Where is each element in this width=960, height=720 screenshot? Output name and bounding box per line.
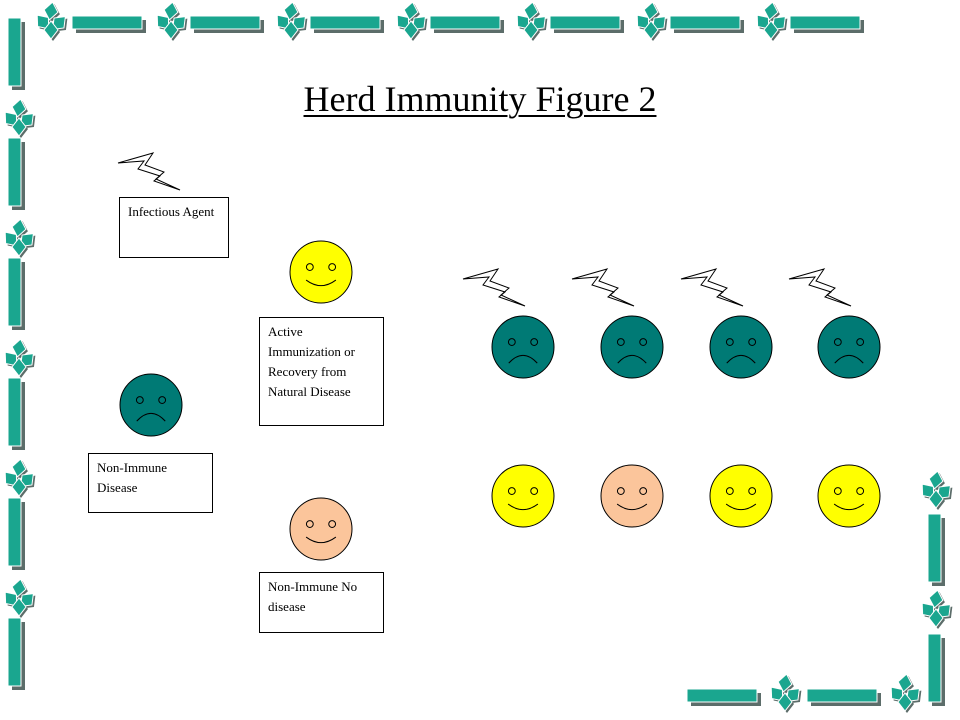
page-title: Herd Immunity Figure 2 [303,79,657,119]
border-bar [71,15,146,33]
leaf-ornament [770,673,802,713]
immune-label: Active Immunization or Recovery from Nat… [259,317,384,426]
infectious-agent-bolt [788,268,852,307]
border-bar [927,513,945,586]
border-bar [7,377,25,450]
leaf-ornament [4,98,36,138]
bottom-row-face [491,464,555,528]
border-bar [7,17,25,90]
border-bar [7,257,25,330]
immune-legend-face [289,240,353,304]
border-bar [7,617,25,690]
leaf-ornament [516,1,548,41]
bottom-row-face [709,464,773,528]
leaf-ornament [396,1,428,41]
border-bar [7,497,25,570]
leaf-ornament [36,1,68,41]
border-bar [927,633,945,706]
leaf-ornament [4,218,36,258]
top-row-face [600,315,664,379]
border-bar [429,15,504,33]
border-bar [789,15,864,33]
non-immune-no-disease-label: Non-Immune No disease [259,572,384,633]
non-immune-no-disease-legend-face [289,497,353,561]
leaf-ornament [756,1,788,41]
leaf-ornament [890,673,922,713]
leaf-ornament [156,1,188,41]
border-bar [669,15,744,33]
border-bar [309,15,384,33]
leaf-ornament [4,458,36,498]
border-bar [686,688,761,706]
infectious-agent-bolt [117,152,181,191]
border-bar [7,137,25,210]
leaf-ornament [636,1,668,41]
border-bar [189,15,264,33]
leaf-ornament [4,578,36,618]
non-immune-disease-legend-face [119,373,183,437]
leaf-ornament [276,1,308,41]
bottom-row-face [817,464,881,528]
top-row-face [491,315,555,379]
top-row-face [817,315,881,379]
bottom-row-face [600,464,664,528]
infectious-agent-bolt [680,268,744,307]
border-bar [806,688,881,706]
non-immune-disease-label: Non-Immune Disease [88,453,213,513]
border-bar [549,15,624,33]
leaf-ornament [921,589,953,629]
leaf-ornament [4,338,36,378]
leaf-ornament [921,470,953,510]
infectious-agent-label: Infectious Agent [119,197,229,258]
top-row-face [709,315,773,379]
infectious-agent-bolt [571,268,635,307]
infectious-agent-bolt [462,268,526,307]
